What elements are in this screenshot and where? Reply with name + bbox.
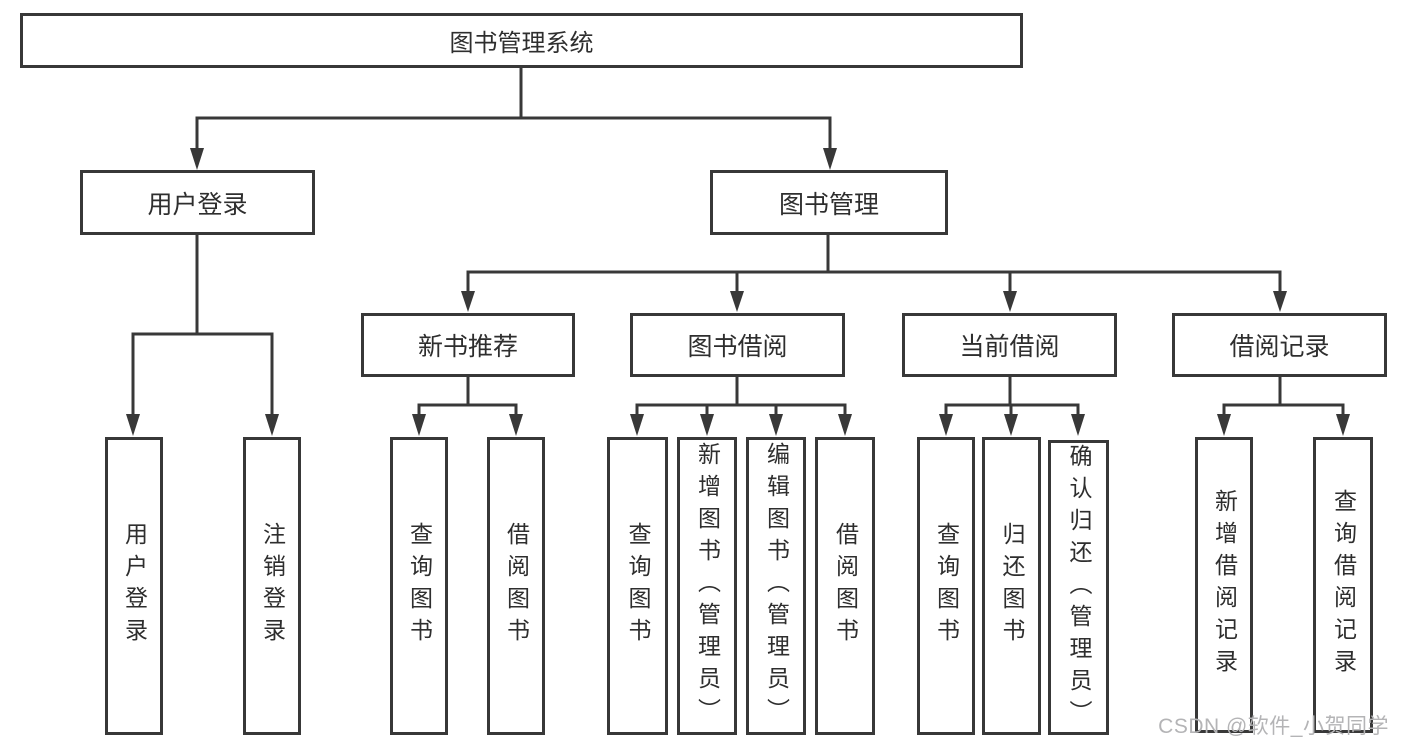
leaf-borrow-books-recommend: 借阅图书	[487, 437, 545, 735]
node-label: 查询借阅记录	[1330, 489, 1357, 681]
node-label: 注销登录	[259, 522, 286, 650]
node-label: 编辑图书（管理员）	[763, 442, 790, 730]
leaf-query-books-recommend: 查询图书	[390, 437, 448, 735]
leaf-borrow-books: 借阅图书	[815, 437, 875, 735]
node-label: 查询图书	[406, 522, 433, 650]
node-label: 借阅图书	[832, 522, 859, 650]
node-current-borrow: 当前借阅	[902, 313, 1117, 377]
node-label: 图书管理	[778, 190, 879, 219]
leaf-query-books-current: 查询图书	[917, 437, 975, 735]
leaf-logout: 注销登录	[243, 437, 301, 735]
node-label: 图书借阅	[687, 333, 788, 361]
node-borrow-record: 借阅记录	[1172, 313, 1387, 377]
node-label: 用户登录	[121, 522, 148, 650]
node-book-management: 图书管理	[710, 170, 948, 235]
leaf-add-books-admin: 新增图书（管理员）	[677, 437, 737, 735]
leaf-query-borrow-record: 查询借阅记录	[1313, 437, 1373, 733]
csdn-watermark: CSDN @软件_小贺同学	[1158, 715, 1389, 738]
node-label: 归还图书	[999, 522, 1025, 650]
node-new-book-recommend: 新书推荐	[361, 313, 575, 377]
leaf-confirm-return-admin: 确认归还（管理员）	[1048, 440, 1109, 735]
leaf-user-login: 用户登录	[105, 437, 163, 735]
node-label: 新增借阅记录	[1211, 489, 1238, 681]
node-label: 查询图书	[933, 522, 960, 650]
node-label: 图书管理系统	[449, 30, 594, 57]
node-label: 当前借阅	[959, 333, 1060, 361]
node-user-login: 用户登录	[80, 170, 315, 235]
node-label: 用户登录	[147, 190, 248, 219]
node-label: 借阅图书	[503, 522, 530, 650]
leaf-query-books-borrow: 查询图书	[607, 437, 668, 735]
leaf-return-books: 归还图书	[982, 437, 1041, 735]
node-book-borrow: 图书借阅	[630, 313, 845, 377]
node-label: 借阅记录	[1229, 333, 1330, 361]
node-label: 新书推荐	[417, 333, 518, 361]
node-label: 确认归还（管理员）	[1066, 443, 1092, 732]
leaf-add-borrow-record: 新增借阅记录	[1195, 437, 1253, 733]
leaf-edit-books-admin: 编辑图书（管理员）	[746, 437, 806, 735]
node-label: 新增图书（管理员）	[694, 442, 721, 730]
node-root-library-management-system: 图书管理系统	[20, 13, 1023, 68]
node-label: 查询图书	[625, 522, 651, 650]
